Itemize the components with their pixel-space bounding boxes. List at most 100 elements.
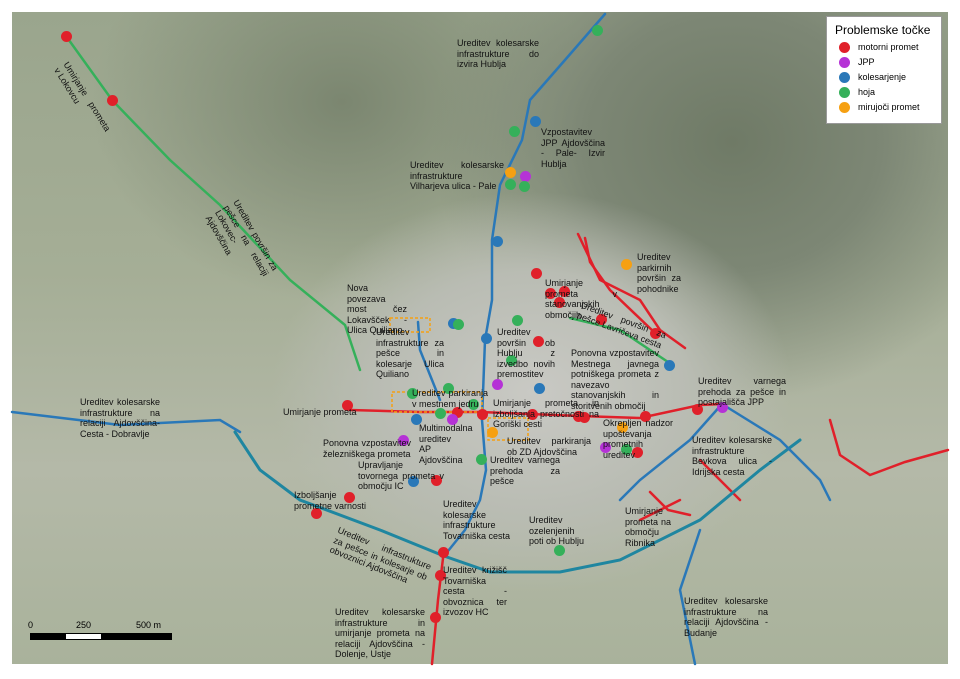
- point-motorni-promet[interactable]: [343, 491, 355, 503]
- point-motorni-promet[interactable]: [631, 446, 643, 458]
- point-hoja[interactable]: [442, 382, 454, 394]
- map-label: Ureditev varnega prehoda za pešce: [490, 455, 560, 486]
- point-kolesarjenje[interactable]: [663, 359, 675, 371]
- point-motorni-promet[interactable]: [530, 267, 542, 279]
- map-label: Umirjanje prometa in izboljšanja pretočn…: [493, 398, 599, 429]
- point-hoja[interactable]: [475, 453, 487, 465]
- green-dot-icon: [839, 86, 850, 98]
- map-label: Umirjanje prometa: [283, 407, 357, 417]
- point-hoja[interactable]: [553, 544, 565, 556]
- point-kolesarjenje[interactable]: [407, 475, 419, 487]
- map-label: Umirjanje prometa na območju Ribnika: [625, 506, 671, 548]
- point-hoja[interactable]: [504, 178, 516, 190]
- orange-dot-icon: [839, 101, 850, 113]
- point-hoja[interactable]: [518, 180, 530, 192]
- point-hoja[interactable]: [434, 407, 446, 419]
- point-motorni-promet[interactable]: [476, 408, 488, 420]
- point-jpp[interactable]: [446, 413, 458, 425]
- parking-areas: [389, 317, 529, 441]
- cycle-budanje: [678, 402, 832, 666]
- point-mirujoci-promet[interactable]: [486, 426, 498, 438]
- point-mirujoci-promet[interactable]: [504, 166, 516, 178]
- point-kolesarjenje[interactable]: [480, 332, 492, 344]
- point-hoja[interactable]: [511, 314, 523, 326]
- map-label: Ureditev kolesarske infrastrukture in um…: [335, 607, 425, 659]
- point-motorni-promet[interactable]: [649, 327, 661, 339]
- map-label: Ureditev kolesarske infrastrukture na re…: [684, 596, 768, 638]
- road-east: [828, 418, 950, 477]
- point-hoja[interactable]: [620, 443, 632, 455]
- point-motorni-promet[interactable]: [532, 335, 544, 347]
- legend-label: motorni promet: [858, 42, 919, 52]
- legend-item-jpp: JPP: [839, 56, 941, 68]
- map-label: Ureditev kolesarske infrastrukture Bevko…: [692, 435, 772, 477]
- legend-item-mirujoci-promet: mirujoči promet: [839, 101, 941, 113]
- legend-item-kolesarjenje: kolesarjenje: [839, 71, 941, 83]
- point-jpp[interactable]: [491, 378, 503, 390]
- point-motorni-promet[interactable]: [434, 569, 446, 581]
- point-jpp[interactable]: [397, 434, 409, 446]
- point-motorni-promet[interactable]: [451, 406, 463, 418]
- map-label: Ureditev kolesarske infrastrukture Vilha…: [410, 160, 504, 191]
- point-motorni-promet[interactable]: [60, 30, 72, 42]
- map-label: Ureditev parkiranja v mestnem jedru: [412, 388, 488, 409]
- scale-label-500: 500 m: [136, 620, 162, 630]
- point-kolesarjenje[interactable]: [529, 115, 541, 127]
- point-kolesarjenje[interactable]: [533, 382, 545, 394]
- point-motorni-promet[interactable]: [106, 94, 118, 106]
- point-hoja[interactable]: [406, 387, 418, 399]
- point-jpp[interactable]: [519, 170, 531, 182]
- map-label: Ureditev parkirnih površin za pohodnike: [637, 252, 681, 294]
- legend-item-hoja: hoja: [839, 86, 941, 98]
- legend-item-motorni-promet: motorni promet: [839, 41, 941, 53]
- point-hoja[interactable]: [591, 24, 603, 36]
- point-motorni-promet[interactable]: [310, 507, 322, 519]
- point-mirujoci-promet[interactable]: [616, 421, 628, 433]
- point-motorni-promet[interactable]: [578, 411, 590, 423]
- point-motorni-promet[interactable]: [526, 408, 538, 420]
- legend-label: hoja: [858, 87, 876, 97]
- map-label: Ureditev ozelenjenih poti ob Hublju: [529, 515, 585, 546]
- point-motorni-promet[interactable]: [558, 285, 570, 297]
- point-motorni-promet[interactable]: [572, 410, 584, 422]
- point-motorni-promet[interactable]: [595, 313, 607, 325]
- point-kolesarjenje[interactable]: [410, 413, 422, 425]
- map-label: Multimodalna ureditev AP Ajdovščina: [419, 423, 473, 465]
- point-motorni-promet[interactable]: [691, 403, 703, 415]
- point-motorni-promet[interactable]: [544, 287, 556, 299]
- blue-dot-icon: [839, 71, 850, 83]
- point-jpp[interactable]: [599, 441, 611, 453]
- map-label: Ureditev kolesarske infrastrukture do iz…: [457, 38, 539, 69]
- legend-label: JPP: [858, 57, 875, 67]
- point-motorni-promet[interactable]: [437, 546, 449, 558]
- point-motorni-promet[interactable]: [341, 399, 353, 411]
- point-hoja[interactable]: [508, 125, 520, 137]
- scale-bar-graphic: [30, 633, 172, 640]
- point-motorni-promet[interactable]: [639, 410, 651, 422]
- map-label: Ureditev križišč Tovarniška cesta - obvo…: [443, 565, 507, 617]
- legend: Problemske točke motorni promet JPP kole…: [826, 16, 942, 124]
- point-jpp[interactable]: [716, 401, 728, 413]
- aerial-map-frame[interactable]: [12, 12, 948, 664]
- cycle-dobravlje: [10, 410, 242, 434]
- point-hoja[interactable]: [505, 354, 517, 366]
- map-label: Ureditev kolesarske infrastrukture Tovar…: [443, 499, 511, 541]
- point-motorni-promet[interactable]: [430, 474, 442, 486]
- point-motorni-promet[interactable]: [553, 296, 565, 308]
- map-label: Ureditev površin ob Hublju z izvedbo nov…: [497, 327, 555, 379]
- scale-label-250: 250: [76, 620, 92, 630]
- point-motorni-promet[interactable]: [429, 611, 441, 623]
- map-label: Umirjanje prometa v stanovanjskih območj…: [545, 278, 617, 320]
- point-hoja[interactable]: [452, 318, 464, 330]
- point-kolesarjenje[interactable]: [491, 235, 503, 247]
- legend-title: Problemske točke: [835, 23, 931, 37]
- point-mirujoci-promet[interactable]: [620, 258, 632, 270]
- cycle-bypass: [233, 430, 802, 574]
- road-ne-2: [583, 236, 657, 335]
- map-label: Ureditev varnega prehoda za pešce in pos…: [698, 376, 786, 407]
- map-label: Nova povezava most čez Lokavšček - Ulica…: [347, 283, 407, 335]
- map-label: Ureditev infrastrukture za pešce in kole…: [376, 327, 444, 379]
- point-hoja[interactable]: [467, 398, 479, 410]
- map-label: Okrepljen nadzor upoštevanja prometnih u…: [603, 418, 673, 460]
